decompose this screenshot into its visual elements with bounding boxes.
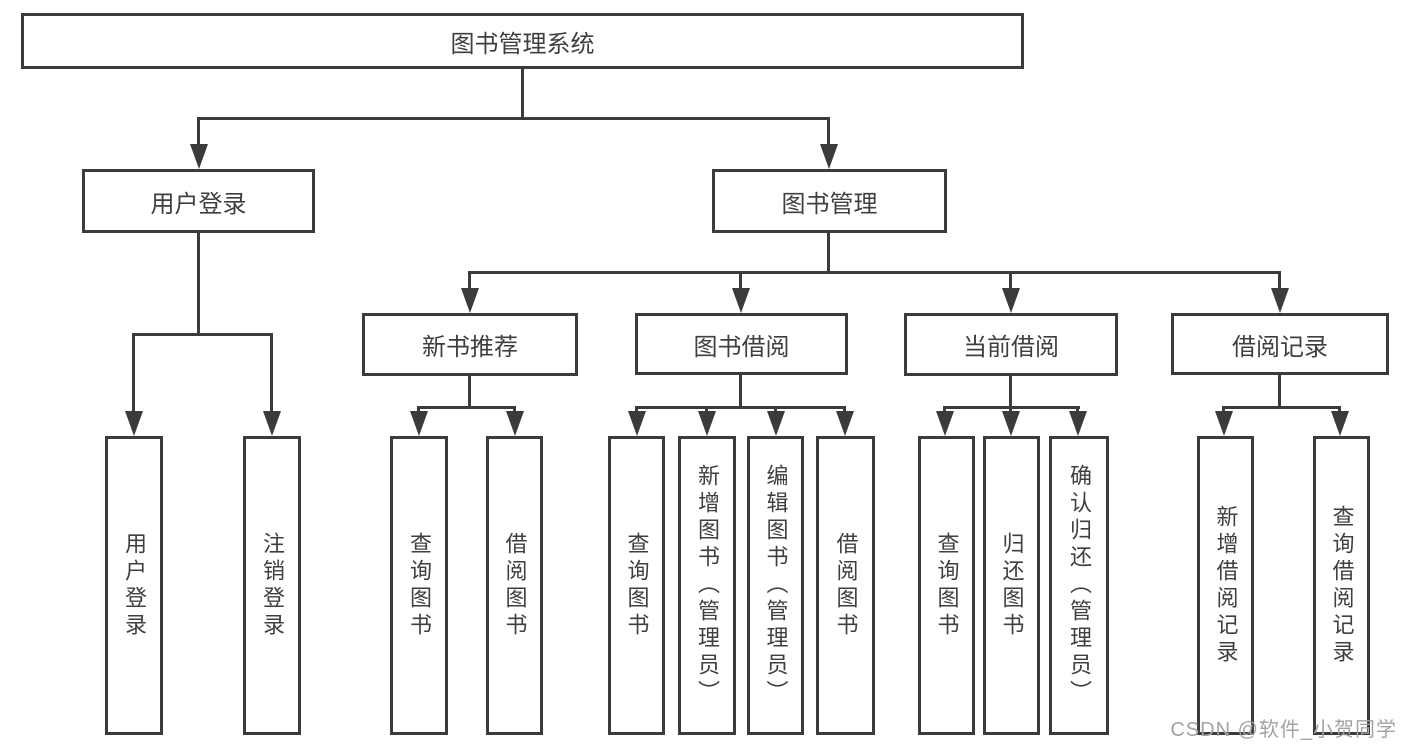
connector-shaft [943,406,946,415]
connector-rail [635,406,846,409]
arrow-down-icon [125,411,143,436]
arrow-down-icon [628,411,646,436]
arrow-down-icon [767,411,785,436]
node-current-borrowing: 当前借阅 [904,313,1118,376]
arrow-down-icon [1002,411,1020,436]
node-leaf-add-book-admin: 新增图书（管理员） [678,436,736,735]
connector-stem [739,375,742,408]
node-library-management-system: 图书管理系统 [21,13,1024,69]
node-new-book-recommendation: 新书推荐 [362,313,578,376]
connector-shaft [774,406,777,415]
arrow-down-icon [410,411,428,436]
connector-shaft [1338,406,1341,415]
connector-shaft [705,406,708,415]
connector-shaft [468,271,471,291]
arrow-down-icon [836,411,854,436]
arrow-down-icon [732,288,750,313]
node-user-login-module: 用户登录 [82,169,315,233]
node-leaf-logout: 注销登录 [243,436,301,735]
connector-stem [827,233,830,273]
connector-shaft [513,406,516,415]
node-leaf-confirm-return-admin: 确认归还（管理员） [1049,436,1109,735]
connector-stem [1278,375,1281,408]
connector-shaft [1009,406,1012,415]
connector-stem [197,233,200,336]
connector-shaft [197,117,200,149]
arrow-down-icon [698,411,716,436]
arrow-down-icon [820,144,838,169]
connector-shaft [1222,406,1225,415]
connector-shaft [1076,406,1079,415]
arrow-down-icon [1271,288,1289,313]
connector-root-stem [521,68,524,120]
csdn-watermark: CSDN @软件_小贺同学 [1170,719,1397,741]
connector-rail [132,333,273,336]
connector-stem [468,376,471,408]
connector-shaft [132,333,135,415]
node-leaf-add-borrow-record: 新增借阅记录 [1197,436,1254,735]
node-leaf-return-books: 归还图书 [983,436,1040,735]
arrow-down-icon [263,411,281,436]
connector-shaft [635,406,638,415]
arrow-down-icon [1069,411,1087,436]
arrow-down-icon [190,144,208,169]
node-leaf-query-books-current: 查询图书 [918,436,975,735]
connector-rail [1222,406,1341,409]
arrow-down-icon [936,411,954,436]
connector-shaft [1009,271,1012,291]
connector-shaft [270,333,273,415]
arrow-down-icon [461,288,479,313]
connector-shaft [827,117,830,149]
node-leaf-edit-book-admin: 编辑图书（管理员） [747,436,804,735]
connector-rail [417,406,516,409]
node-leaf-borrow-books: 借阅图书 [816,436,875,735]
arrow-down-icon [1331,411,1349,436]
connector-shaft [843,406,846,415]
node-book-borrowing: 图书借阅 [635,313,848,375]
connector-stem [1009,376,1012,408]
node-leaf-query-books-recommend: 查询图书 [390,436,448,735]
connector-root-rail [197,117,830,120]
arrow-down-icon [1002,288,1020,313]
node-leaf-borrow-books-recommend: 借阅图书 [486,436,543,735]
node-borrowing-records: 借阅记录 [1171,313,1389,375]
node-book-management: 图书管理 [712,169,947,233]
connector-rail [468,271,1281,274]
node-leaf-query-books-borrowing: 查询图书 [608,436,665,735]
arrow-down-icon [506,411,524,436]
connector-shaft [739,271,742,291]
node-leaf-user-login: 用户登录 [105,436,163,735]
node-leaf-query-borrow-record: 查询借阅记录 [1313,436,1370,735]
connector-shaft [417,406,420,415]
connector-shaft [1278,271,1281,291]
arrow-down-icon [1215,411,1233,436]
